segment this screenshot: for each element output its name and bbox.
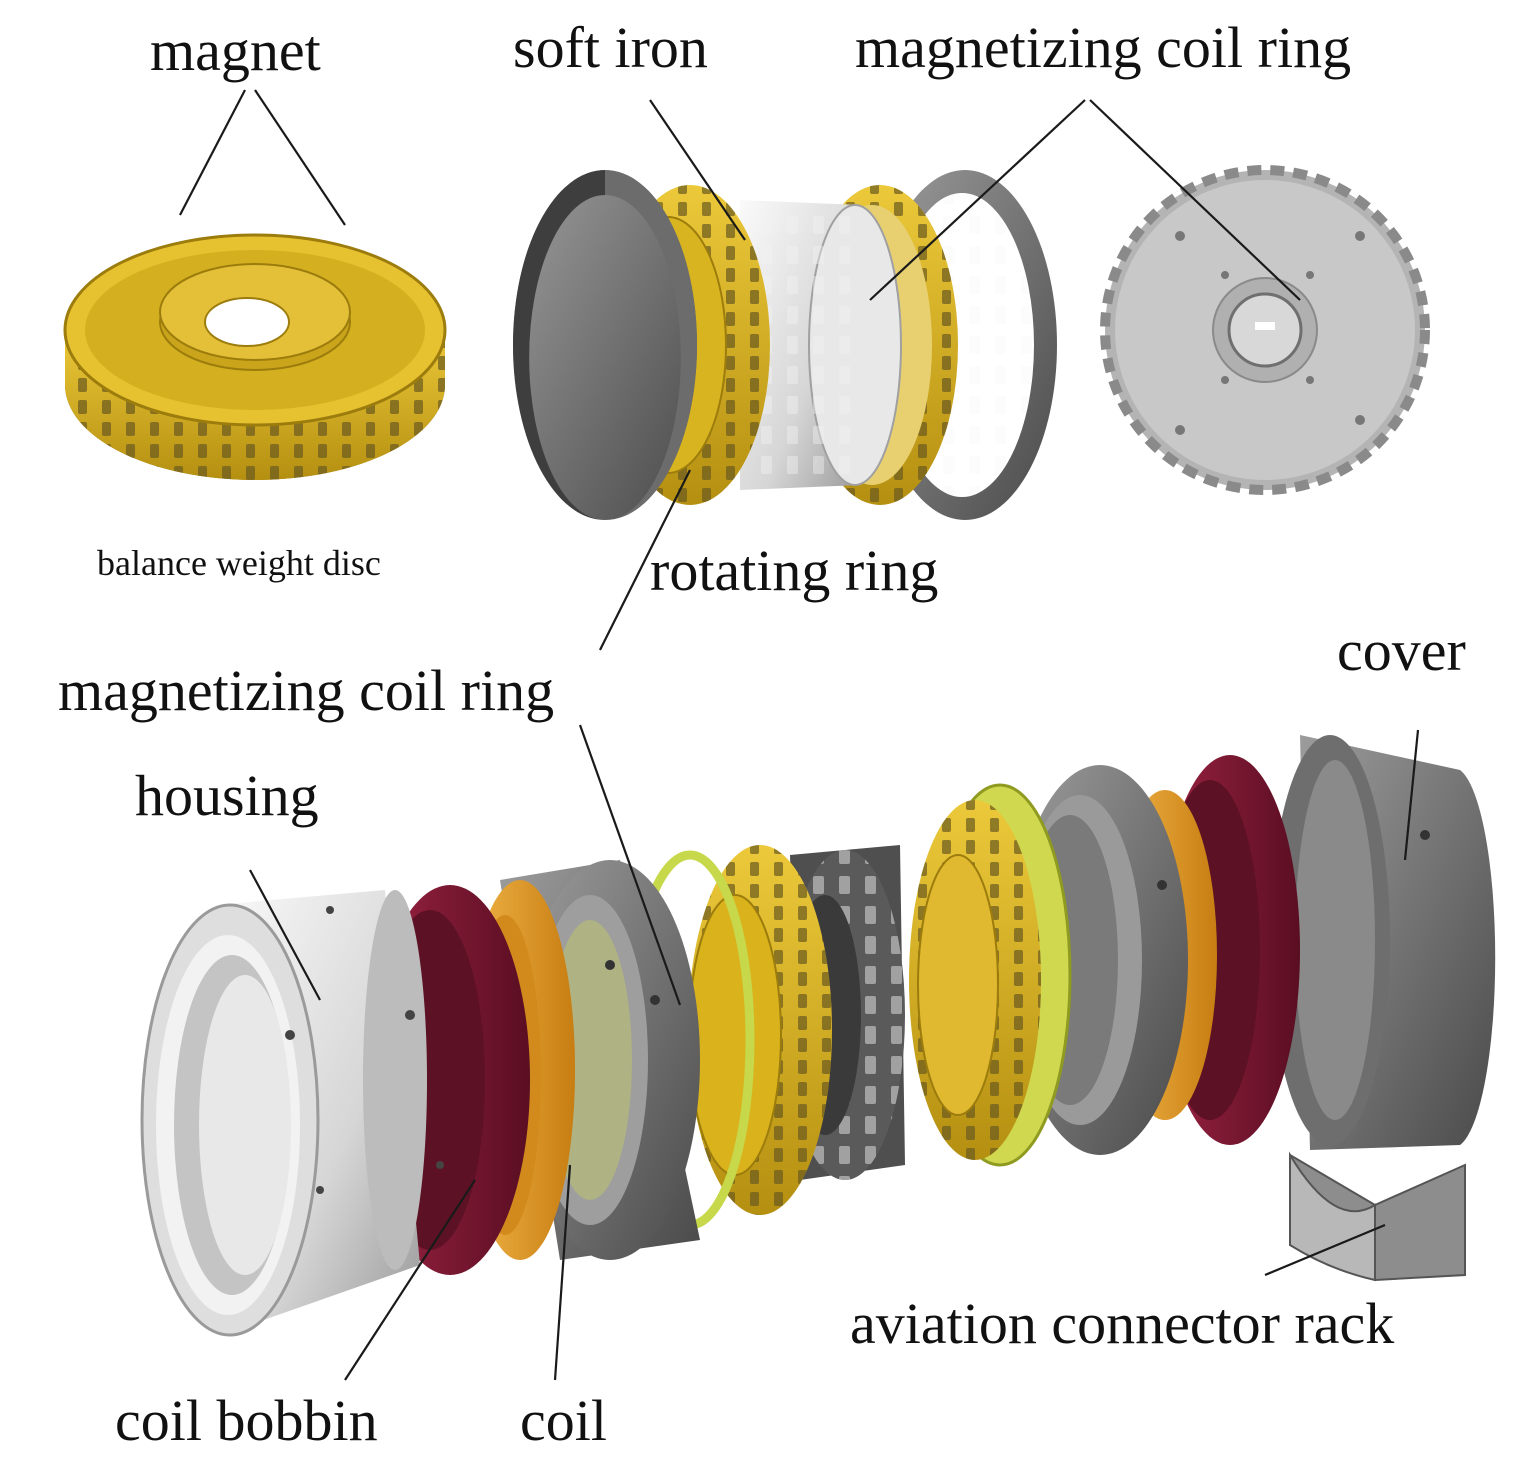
label-aviation-connector-rack: aviation connector rack <box>850 1291 1394 1356</box>
aviation-connector-rack-illustration <box>1289 1151 1466 1282</box>
label-coil: coil <box>520 1388 607 1453</box>
leader-magnet-left <box>179 89 246 216</box>
leader-magnetizing-coil-ring-mid <box>599 469 691 651</box>
leader-soft-iron <box>649 99 746 241</box>
label-rotating-ring: rotating ring <box>650 538 938 603</box>
housing-illustration <box>140 890 444 1337</box>
label-cover: cover <box>1337 618 1466 683</box>
label-magnetizing-coil-ring-mid: magnetizing coil ring <box>58 658 554 723</box>
label-housing: housing <box>135 763 319 828</box>
label-soft-iron: soft iron <box>513 15 708 80</box>
leader-cover <box>1403 729 1420 861</box>
leader-rotating-ring <box>578 724 682 1006</box>
label-balance-weight-disc: balance weight disc <box>97 543 381 583</box>
cover-disc-illustration <box>1100 165 1430 495</box>
leader-magnetizing-coil-ring-top-b <box>1089 99 1301 301</box>
cover-cylinder-illustration <box>1270 735 1496 1150</box>
leader-magnetizing-coil-ring-top-a <box>869 99 1086 301</box>
right-balance-disc-illustration <box>909 783 1072 1167</box>
rotating-ring-assembly-illustration <box>513 170 1057 520</box>
leader-lines <box>179 89 1420 1381</box>
leader-coil <box>553 1164 572 1381</box>
leader-aviation-connector-rack <box>1264 1223 1386 1277</box>
label-magnetizing-coil-ring-top: magnetizing coil ring <box>855 15 1351 80</box>
left-balance-disc-illustration <box>625 845 832 1230</box>
leader-magnet-right <box>254 89 346 226</box>
labels: magnet soft iron magnetizing coil ring b… <box>58 15 1466 1453</box>
leader-coil-bobbin <box>344 1179 476 1381</box>
label-coil-bobbin: coil bobbin <box>115 1388 378 1453</box>
label-magnet: magnet <box>150 18 321 83</box>
leader-housing <box>249 869 321 1001</box>
balance-weight-disc-illustration <box>63 233 447 480</box>
